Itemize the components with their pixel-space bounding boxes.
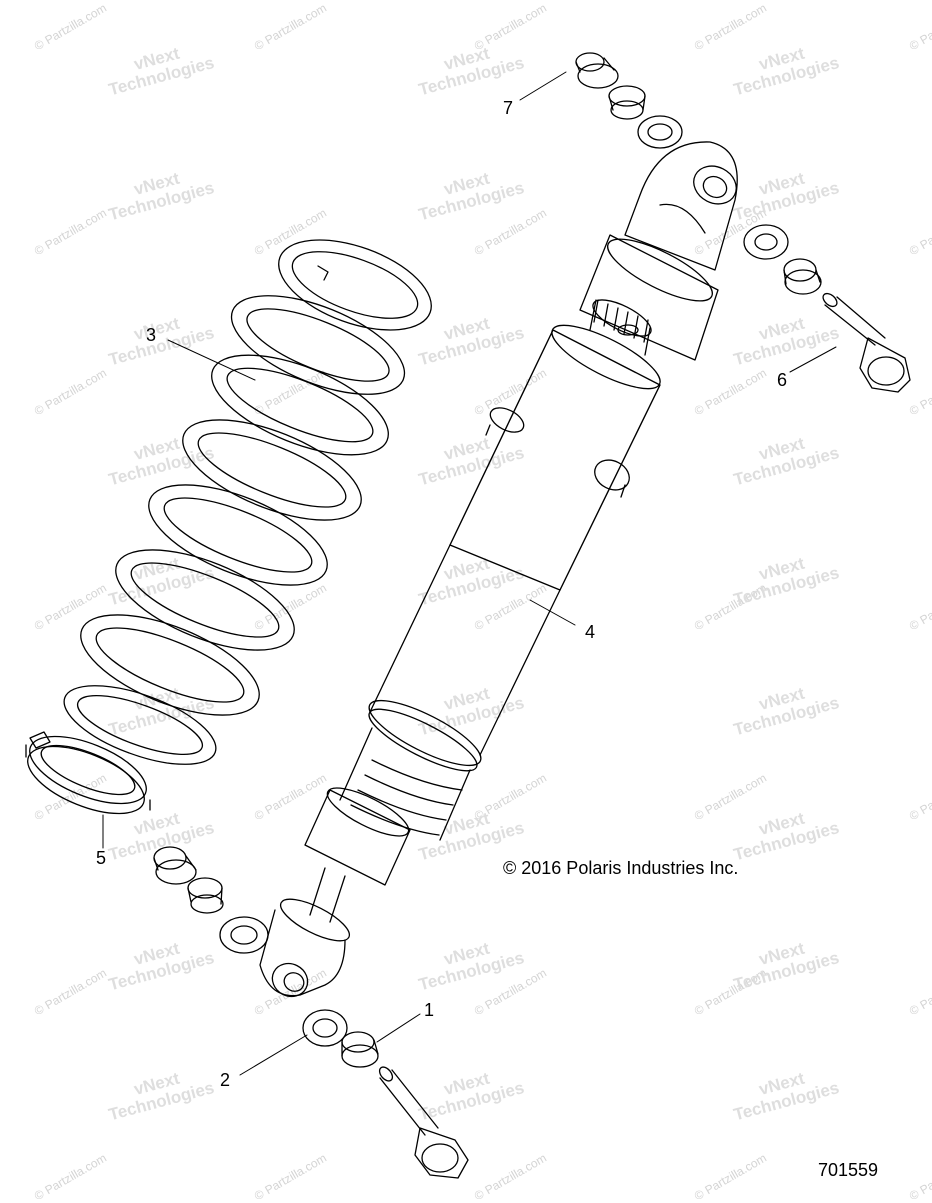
bottom-bushing-set [153,846,269,954]
callout-1: 1 [424,1000,435,1020]
callout-5: 5 [96,848,107,868]
callout-6: 6 [777,370,788,390]
callout-3: 3 [146,325,157,345]
spring-retainer [25,731,151,815]
callout-4: 4 [585,622,596,642]
top-bolt-set [743,224,911,393]
leader-lines [102,71,837,1076]
top-bushing-set [575,52,683,149]
callout-7: 7 [503,98,514,118]
callout-2: 2 [220,1070,231,1090]
shock-absorber [259,141,738,998]
bottom-bolt-set [302,1009,469,1179]
coil-spring [63,239,432,765]
diagram-number: 701559 [818,1160,879,1180]
copyright-notice: © 2016 Polaris Industries Inc. [503,858,739,878]
